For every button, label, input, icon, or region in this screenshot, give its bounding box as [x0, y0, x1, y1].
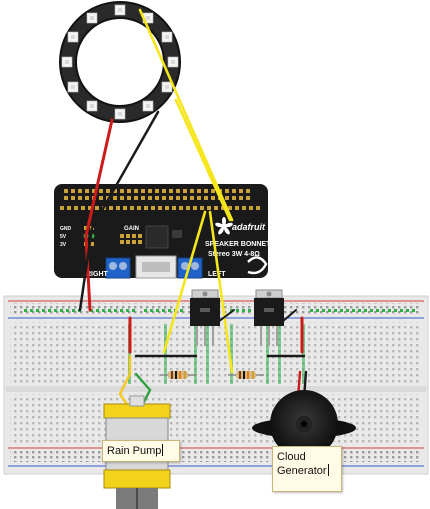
pin-gnd-label: GND: [60, 226, 72, 232]
wire-yellow-pump-lead: [118, 354, 132, 408]
wire-black-transistor-1: [217, 309, 235, 323]
cloud-generator-label: Cloud Generator: [272, 446, 342, 492]
left-label: LEFT: [208, 271, 226, 278]
wire-black-ring-ground: [78, 110, 160, 312]
adafruit-logo: [215, 217, 233, 235]
bonnet-name: SPEAKER BONNET: [205, 241, 271, 248]
gain-label: GAIN: [124, 226, 139, 232]
buzzer: [252, 390, 356, 458]
left-terminal-block: [177, 257, 203, 279]
pin-3v-label: 3V: [60, 242, 67, 248]
transistor-1: [190, 289, 220, 346]
wire-black-transistor-2: [281, 309, 297, 323]
neopixel-ring: [59, 1, 181, 123]
wire-green-pump-lead: [134, 372, 152, 408]
wires: [78, 8, 308, 408]
brand-label: adafruit: [232, 222, 266, 232]
pin-5v-label: 5V: [60, 234, 67, 240]
wire-yellow-control-1: [162, 210, 207, 354]
wire-yellow-ring-aux: [174, 98, 232, 222]
right-label: RIGHT: [86, 271, 109, 278]
wire-red-ring-power: [84, 118, 114, 312]
bonnet-spec: Stereo 3W 4-8Ω: [208, 251, 260, 258]
transistor-2: [254, 289, 284, 346]
wire-yellow-control-2: [208, 210, 234, 374]
speaker-bonnet: GND 5V 3V GAIN RIGHT LEFT: [54, 184, 271, 279]
wire-yellow-ring-data: [138, 8, 234, 222]
resistor-2: [228, 371, 264, 379]
resistor-1: [160, 371, 196, 379]
rain-pump-label: Rain Pump: [102, 440, 180, 462]
right-terminal-block: [105, 257, 131, 279]
